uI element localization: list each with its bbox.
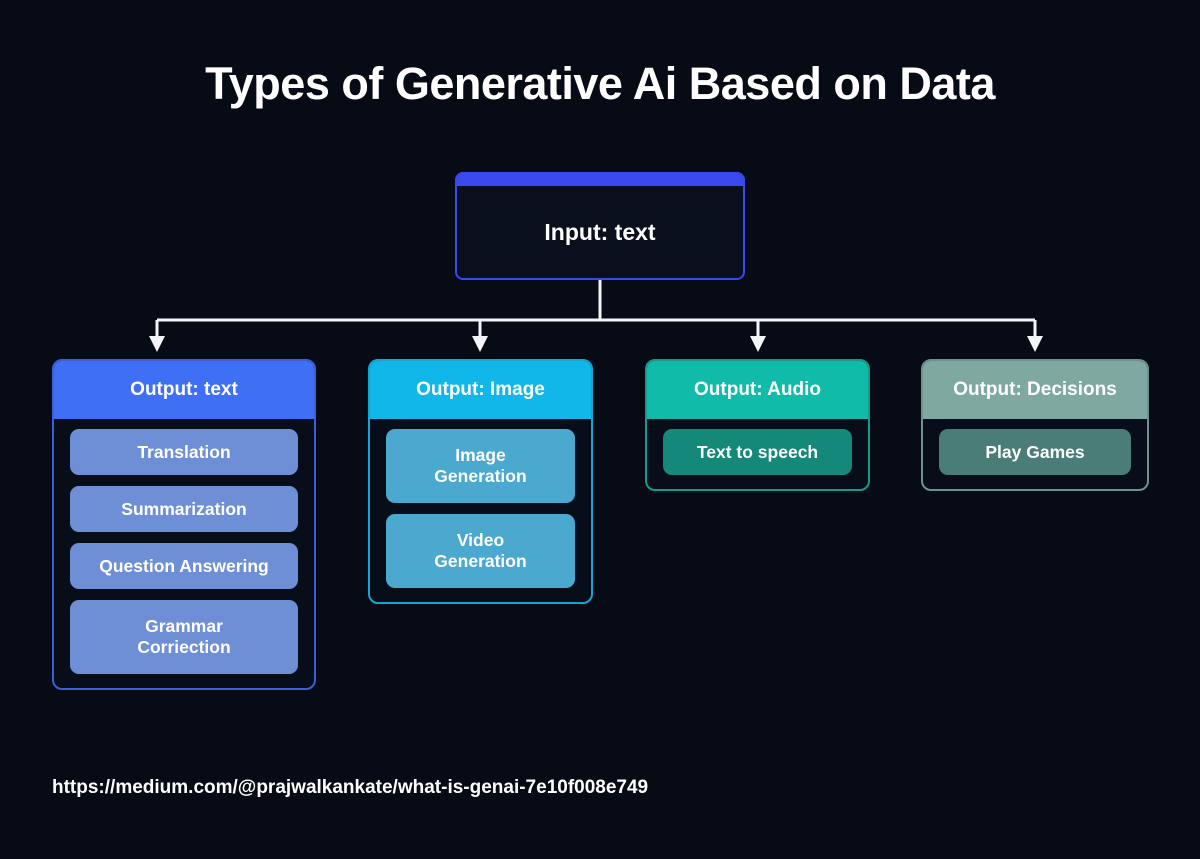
branch-item[interactable]: Summarization bbox=[70, 486, 298, 532]
branch-item[interactable]: Play Games bbox=[939, 429, 1131, 475]
branch-items-text: Translation Summarization Question Answe… bbox=[54, 419, 314, 688]
branch-item[interactable]: Question Answering bbox=[70, 543, 298, 589]
arrowhead-decisions bbox=[1027, 336, 1043, 352]
branch-column-text: Output: text Translation Summarization Q… bbox=[52, 359, 316, 690]
branch-item[interactable]: Grammar Corriection bbox=[70, 600, 298, 674]
branch-items-decisions: Play Games bbox=[923, 419, 1147, 489]
source-url[interactable]: https://medium.com/@prajwalkankate/what-… bbox=[52, 777, 649, 798]
arrowhead-audio bbox=[750, 336, 766, 352]
branch-header-image: Output: Image bbox=[370, 361, 591, 419]
branch-items-audio: Text to speech bbox=[647, 419, 868, 489]
page-title: Types of Generative Ai Based on Data bbox=[205, 58, 995, 109]
branch-items-image: Image Generation Video Generation bbox=[370, 419, 591, 602]
node-accent-bar bbox=[457, 174, 743, 186]
arrowhead-image bbox=[472, 336, 488, 352]
branch-item[interactable]: Image Generation bbox=[386, 429, 575, 503]
branch-column-image: Output: Image Image Generation Video Gen… bbox=[368, 359, 593, 604]
branch-item[interactable]: Video Generation bbox=[386, 514, 575, 588]
branch-item[interactable]: Text to speech bbox=[663, 429, 852, 475]
branch-item[interactable]: Translation bbox=[70, 429, 298, 475]
arrowhead-text bbox=[149, 336, 165, 352]
branch-header-audio: Output: Audio bbox=[647, 361, 868, 419]
node-input-label: Input: text bbox=[544, 218, 656, 245]
node-input-text: Input: text bbox=[455, 172, 745, 280]
branch-header-decisions: Output: Decisions bbox=[923, 361, 1147, 419]
branch-header-text: Output: text bbox=[54, 361, 314, 419]
branch-column-decisions: Output: Decisions Play Games bbox=[921, 359, 1149, 491]
branch-column-audio: Output: Audio Text to speech bbox=[645, 359, 870, 491]
